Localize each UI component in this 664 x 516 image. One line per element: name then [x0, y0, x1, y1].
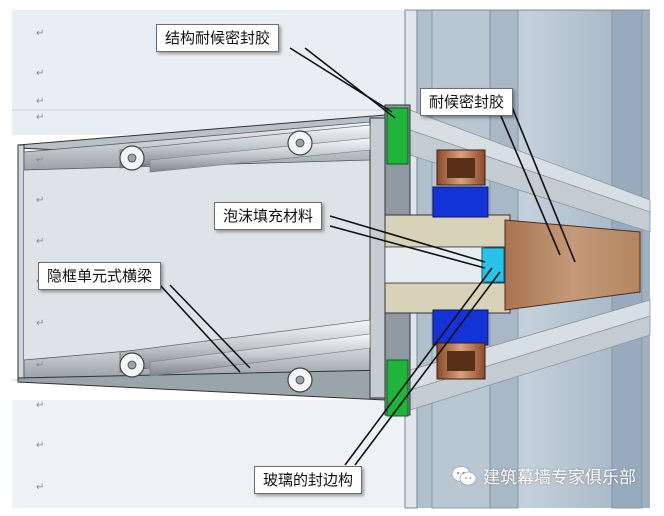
blue-spacer-bottom [432, 309, 489, 346]
paragraph-mark: ↵ [36, 236, 45, 247]
transom-box [17, 114, 386, 401]
structural-sealant-top [386, 107, 409, 165]
paragraph-mark: ↵ [36, 28, 45, 39]
weather-sealant-block [504, 219, 641, 311]
label-weather-sealant: 耐候密封胶 [420, 88, 514, 116]
paragraph-mark: ↵ [36, 195, 45, 206]
wechat-icon [451, 465, 477, 485]
copper-frame-top [436, 149, 486, 186]
watermark-text: 建筑幕墙专家俱乐部 [483, 468, 636, 488]
paragraph-mark: ↵ [36, 68, 45, 79]
label-glass-edge-sealing: 玻璃的封边构 [254, 466, 363, 494]
copper-frame-bottom [436, 342, 486, 380]
label-structural-sealant: 结构耐候密封胶 [156, 24, 280, 52]
paragraph-mark: ↵ [36, 482, 45, 493]
label-hidden-frame-transom: 隐框单元式横梁 [38, 262, 162, 290]
paragraph-mark: ↵ [36, 360, 45, 371]
label-foam-filler: 泡沫填充材料 [214, 202, 323, 230]
paragraph-mark: ↵ [36, 440, 45, 451]
paragraph-mark: ↵ [36, 155, 45, 166]
blue-spacer-top [432, 186, 489, 218]
paragraph-mark: ↵ [36, 400, 45, 411]
watermark: 建筑幕墙专家俱乐部 [451, 463, 636, 488]
paragraph-mark: ↵ [36, 318, 45, 329]
leader-lines [159, 47, 576, 466]
paragraph-mark: ↵ [36, 112, 45, 123]
paragraph-mark: ↵ [36, 96, 45, 107]
